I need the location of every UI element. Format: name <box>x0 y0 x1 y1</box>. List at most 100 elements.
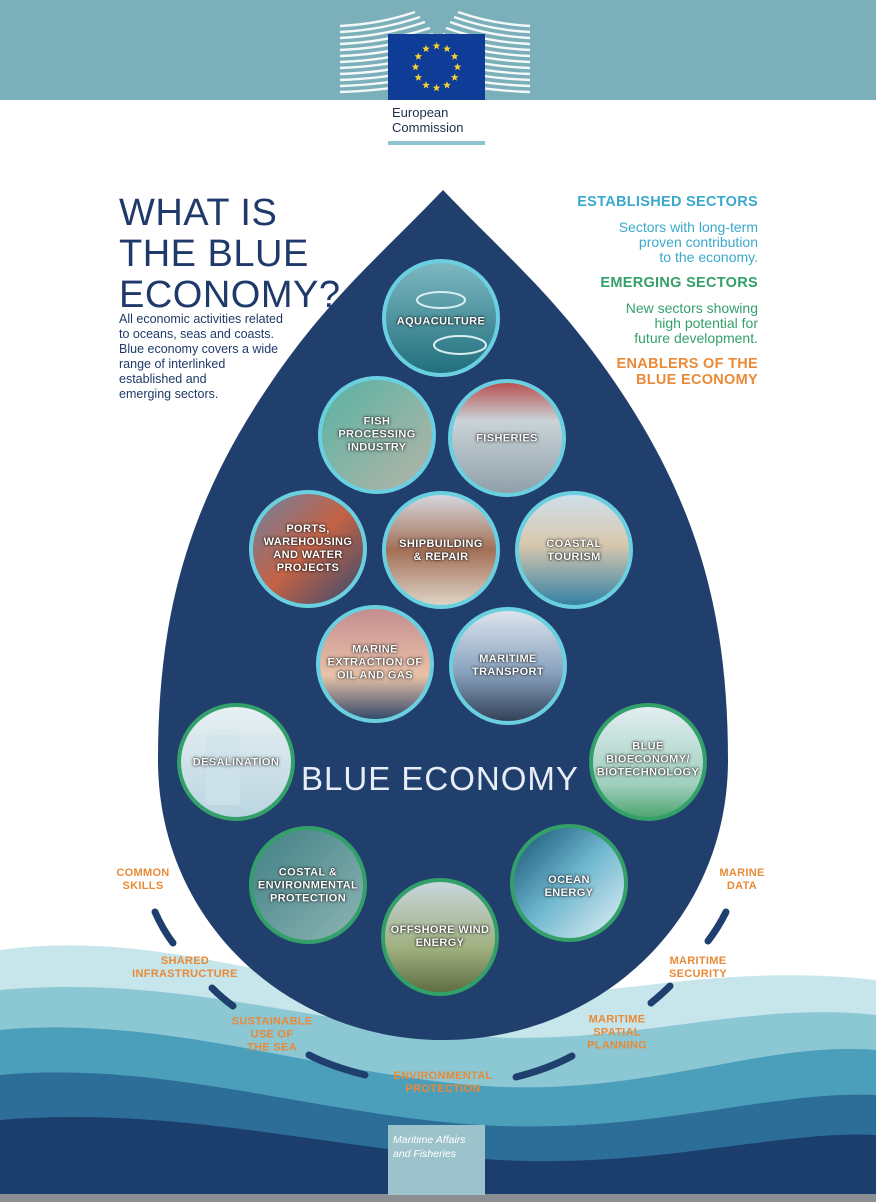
legend-established-line: Sectors with long-term <box>618 219 758 235</box>
sector-fisheries: FISHERIES <box>442 433 572 446</box>
enabler-sustainable-use-of-the-sea-line: USE OF <box>250 1028 294 1041</box>
footer-line-1: Maritime Affairs <box>393 1134 466 1146</box>
enabler-sustainable-use-of-the-sea-line: SUSTAINABLE <box>231 1015 313 1028</box>
eu-star-icon <box>443 44 451 53</box>
intro-line: range of interlinked <box>119 357 226 371</box>
enabler-maritime-security-line: MARITIME <box>669 955 727 967</box>
eu-star-icon <box>432 42 441 50</box>
sector-offshore-wind-energy-line: OFFSHORE WIND <box>390 924 490 936</box>
title-line-2: THE BLUE <box>119 233 309 275</box>
sector-coastal-tourism-line: TOURISM <box>547 551 601 563</box>
footer-line-2: and Fisheries <box>393 1148 457 1160</box>
sector-marine-extraction-of-oil-and-gas-line: EXTRACTION OF <box>327 656 423 669</box>
sector-costal-environmental-protection-line: COSTAL & <box>278 866 338 879</box>
sea-waves <box>0 945 876 1202</box>
footer-dg-name: Maritime Affairs and Fisheries <box>393 1133 483 1161</box>
eu-star-icon <box>450 73 459 81</box>
sector-aquaculture: AQUACULTURE <box>376 316 506 329</box>
sector-aquaculture-line: AQUACULTURE <box>396 315 486 328</box>
sector-offshore-wind-energy-line: ENERGY <box>415 937 465 949</box>
sector-fisheries-line: FISHERIES <box>476 432 538 445</box>
sector-shipbuilding-repair-line: & REPAIR <box>413 551 469 563</box>
legend-emerging-desc: New sectors showing high potential for f… <box>626 301 758 346</box>
sector-shipbuilding-repair-line: SHIPBUILDING <box>399 538 483 550</box>
sector-costal-environmental-protection-line: PROTECTION <box>269 892 347 905</box>
sector-ports-warehousing-and-water-projects-line: PORTS, <box>286 523 330 535</box>
brand-underline <box>388 141 485 145</box>
eu-star-icon <box>432 84 441 92</box>
sector-ports-warehousing-and-water-projects-line: WAREHOUSING <box>263 536 353 548</box>
sector-fish-processing-industry-line: PROCESSING <box>338 428 416 441</box>
enabler-common-skills-line: COMMON <box>116 867 170 879</box>
eu-star-icon <box>422 44 430 53</box>
sector-desalination-line: DESALINATION <box>192 756 280 769</box>
legend-enablers-line: ENABLERS OF THE <box>616 356 758 372</box>
legend-emerging-line: high potential for <box>654 315 758 331</box>
sector-fish-processing-industry-line: INDUSTRY <box>347 441 407 454</box>
sector-ocean-energy-line: ENERGY <box>544 887 594 899</box>
legend-emerging-line: future development. <box>634 330 758 346</box>
footer-box <box>388 1125 485 1195</box>
sector-marine-extraction-of-oil-and-gas-line: MARINE <box>352 643 398 656</box>
eu-star-icon <box>453 63 462 71</box>
sector-ports-warehousing-and-water-projects-line: PROJECTS <box>276 562 340 574</box>
sector-blue-bioeconomy-biotechnology-line: BLUE <box>632 740 664 753</box>
legend-enablers-title: ENABLERS OF THE BLUE ECONOMY <box>617 356 758 388</box>
enabler-arc <box>151 908 730 1081</box>
legend-emerging-title: EMERGING SECTORS <box>600 275 758 291</box>
sector-costal-environmental-protection-line: ENVIRONMENTAL <box>257 879 359 892</box>
eu-star-icon <box>414 73 423 81</box>
page-title: WHAT IS THE BLUE ECONOMY? <box>119 193 340 316</box>
eu-star-icon <box>450 52 459 60</box>
sector-desalination: DESALINATION <box>171 757 301 770</box>
european-commission-name: European Commission <box>392 105 487 135</box>
sector-shipbuilding-repair: SHIPBUILDING& REPAIR <box>376 538 506 564</box>
sector-ocean-energy-line: OCEAN <box>548 874 590 886</box>
brand-line-2: Commission <box>392 120 464 135</box>
sector-marine-extraction-of-oil-and-gas-line: OIL AND GAS <box>337 669 413 682</box>
intro-line: to oceans, seas and coasts. <box>119 327 274 341</box>
eu-star-icon <box>411 63 420 71</box>
enabler-marine-data-line: DATA <box>726 880 758 892</box>
intro-line: All economic activities related <box>119 312 283 326</box>
legend-established-line: proven contribution <box>638 234 758 250</box>
sector-ports-warehousing-and-water-projects-line: AND WATER <box>273 549 343 561</box>
enabler-maritime-security-line: SECURITY <box>668 968 728 980</box>
legend-established-title: ESTABLISHED SECTORS <box>577 194 758 210</box>
enabler-shared-infrastructure-line: INFRASTRUCTURE <box>132 968 238 980</box>
enabler-environmental-protection-line: PROTECTION <box>405 1083 481 1095</box>
enabler-marine-data-line: MARINE <box>719 867 765 879</box>
eu-star-icon <box>414 52 423 60</box>
enabler-shared-infrastructure-line: SHARED <box>160 955 210 967</box>
blue-economy-label: BLUE ECONOMY <box>301 760 579 797</box>
intro-line: established and <box>119 372 207 386</box>
enabler-common-skills-line: SKILLS <box>122 880 164 892</box>
intro-text: All economic activities related to ocean… <box>119 312 304 402</box>
legend-emerging-line: New sectors showing <box>625 300 758 316</box>
brand-line-1: European <box>392 105 449 120</box>
intro-line: Blue economy covers a wide <box>119 342 279 356</box>
eu-flag <box>388 34 485 100</box>
enabler-sustainable-use-of-the-sea-line: THE SEA <box>247 1041 297 1054</box>
legend-established-line: to the economy. <box>659 249 758 265</box>
legend-enablers-line: BLUE ECONOMY <box>635 372 758 388</box>
eu-star-icon <box>443 81 451 89</box>
legend-established-desc: Sectors with long-term proven contributi… <box>619 220 758 265</box>
sector-blue-bioeconomy-biotechnology-line: BIOECONOMY/ <box>606 753 690 766</box>
enabler-maritime-spatial-planning-line: SPATIAL <box>593 1026 641 1039</box>
sector-blue-bioeconomy-biotechnology-line: BIOTECHNOLOGY <box>596 766 700 779</box>
